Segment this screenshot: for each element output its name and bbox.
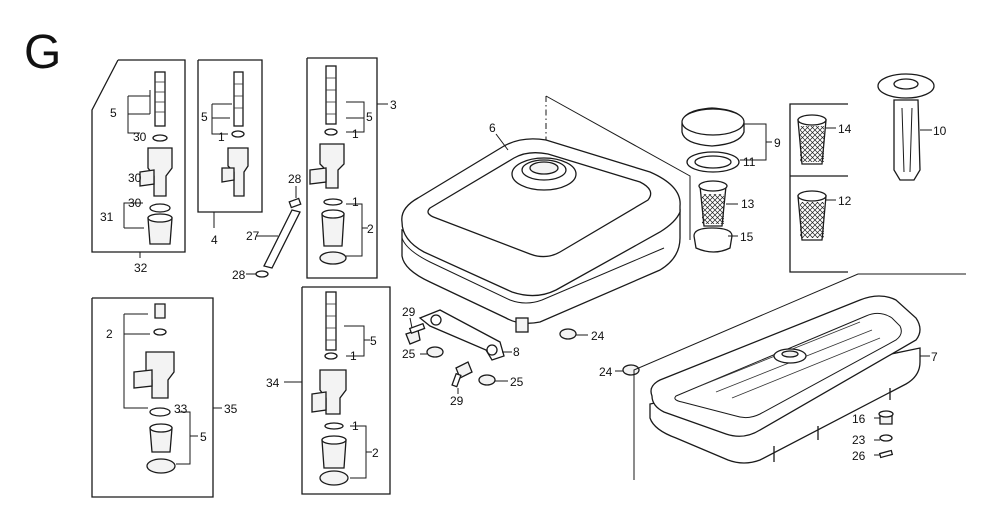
- callout-5: 5: [200, 430, 207, 444]
- callout-3: 3: [390, 98, 397, 112]
- callout-5: 5: [201, 110, 208, 124]
- bolt-29-upper: [405, 317, 426, 345]
- callout-7: 7: [931, 350, 938, 364]
- callout-29: 29: [402, 305, 416, 319]
- callout-5: 5: [370, 334, 377, 348]
- callout-9: 9: [774, 136, 781, 150]
- bolt-29-lower: [451, 361, 473, 394]
- callout-14: 14: [838, 122, 852, 136]
- fuel-cock-assembly-34: [284, 286, 391, 495]
- callout-15: 15: [740, 230, 754, 244]
- plug-16-washer-23-26: [874, 410, 894, 459]
- nut-25-right: [478, 374, 508, 386]
- callout-31: 31: [100, 210, 114, 224]
- tank-bracket-8: [418, 309, 512, 361]
- fuel-tube-27: [246, 186, 302, 278]
- callout-16: 16: [852, 412, 866, 426]
- callout-1: 1: [350, 349, 357, 363]
- callout-2: 2: [367, 222, 374, 236]
- callout-34: 34: [266, 376, 280, 390]
- callout-2: 2: [372, 446, 379, 460]
- callout-24: 24: [599, 365, 613, 379]
- callout-28: 28: [288, 172, 302, 186]
- callout-27: 27: [246, 229, 260, 243]
- callout-1: 1: [352, 127, 359, 141]
- callout-5: 5: [366, 110, 373, 124]
- callout-25: 25: [402, 347, 416, 361]
- fuel-cock-assembly-3: [306, 57, 388, 279]
- filler-cap-9: [681, 107, 772, 253]
- callout-12: 12: [838, 194, 852, 208]
- callout-10: 10: [933, 124, 947, 138]
- callout-32: 32: [134, 261, 148, 275]
- callout-8: 8: [513, 345, 520, 359]
- callout-24: 24: [591, 329, 605, 343]
- callout-1: 1: [352, 195, 359, 209]
- section-letter: G: [24, 26, 61, 79]
- callout-30: 30: [128, 196, 142, 210]
- callout-35: 35: [224, 402, 238, 416]
- nut-25-left: [420, 346, 444, 358]
- filter-box-12-14: [789, 103, 848, 273]
- callout-30: 30: [128, 171, 142, 185]
- callout-26: 26: [852, 449, 866, 463]
- callout-1: 1: [352, 419, 359, 433]
- fuel-cock-assembly-4: [197, 59, 263, 228]
- callout-30: 30: [133, 130, 147, 144]
- fuel-tank-6: [401, 95, 691, 333]
- nut-24-center: [559, 328, 588, 340]
- fuel-cock-assembly-35: [91, 297, 222, 498]
- callout-29: 29: [450, 394, 464, 408]
- callout-6: 6: [489, 121, 496, 135]
- fuel-cock-assembly-32: [91, 59, 186, 258]
- callout-23: 23: [852, 433, 866, 447]
- filler-cap-10: [877, 73, 935, 181]
- fuel-tank-7: [633, 273, 966, 480]
- callout-5: 5: [110, 106, 117, 120]
- nut-24-right: [615, 364, 640, 376]
- callout-11: 11: [743, 155, 756, 169]
- callout-1: 1: [218, 130, 225, 144]
- callout-25: 25: [510, 375, 524, 389]
- callout-33: 33: [174, 402, 188, 416]
- callout-13: 13: [741, 197, 755, 211]
- callout-4: 4: [211, 233, 218, 247]
- callout-28: 28: [232, 268, 246, 282]
- callout-2: 2: [106, 327, 113, 341]
